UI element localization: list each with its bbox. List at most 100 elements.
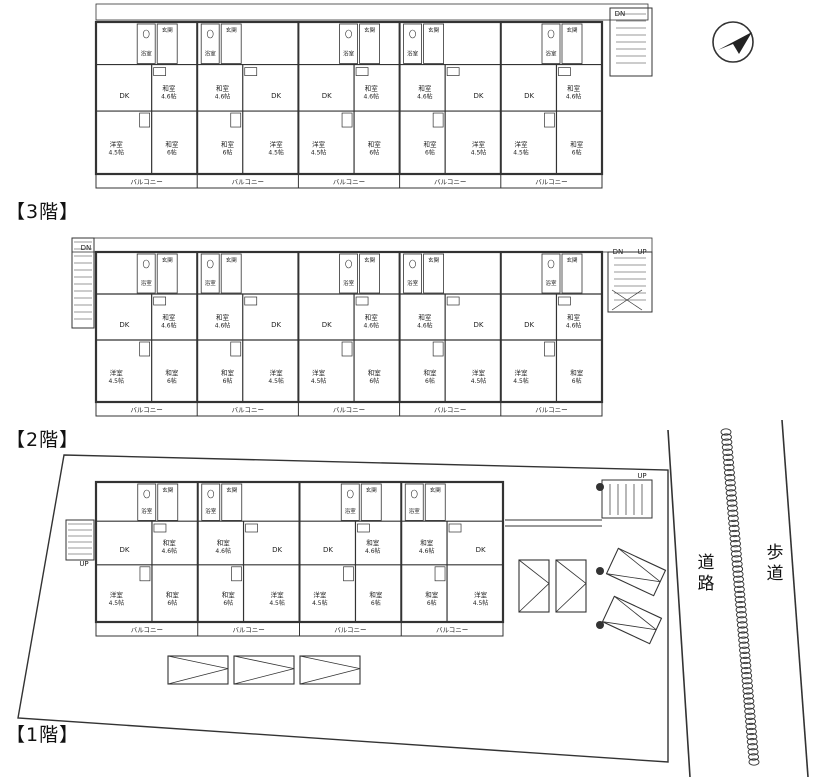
parking-space — [299, 655, 361, 685]
closet — [446, 296, 460, 306]
parking-spaces — [167, 547, 667, 685]
parking-diagonal — [167, 668, 229, 685]
balcony-label: バルコニー — [434, 406, 466, 414]
washitsu-size: 6帖 — [371, 599, 381, 607]
youshitsu-label: 洋室 — [270, 140, 284, 149]
parking-diagonal — [518, 583, 550, 613]
dk-label: DK — [119, 92, 129, 100]
hedge-shrub — [742, 692, 754, 700]
balcony-label: バルコニー — [130, 406, 162, 414]
genkan-label: 玄関 — [364, 26, 376, 34]
washitsu-size: 4.6帖 — [363, 322, 379, 330]
washitsu-size: 6帖 — [223, 149, 233, 157]
balcony-label: バルコニー — [434, 178, 466, 186]
closet — [153, 523, 167, 533]
hedge-shrub — [739, 651, 751, 660]
washitsu-label: 和室 — [365, 313, 379, 322]
dk-label: DK — [322, 92, 332, 100]
washitsu-label: 和室 — [166, 590, 180, 599]
hedge-shrub — [744, 712, 756, 720]
washitsu-size: 6帖 — [223, 377, 233, 385]
hedge-shrub — [736, 611, 747, 619]
toilet-icon — [547, 29, 555, 39]
closet — [355, 296, 369, 306]
toilet-icon — [207, 489, 215, 499]
toilet-icon — [143, 489, 151, 499]
floor-3-label: 【3階】 — [6, 201, 80, 223]
hedge-shrub — [732, 570, 744, 578]
floor-2-label: 【2階】 — [6, 429, 80, 451]
washitsu-label: 和室 — [222, 590, 236, 599]
washitsu-label: 和室 — [418, 313, 432, 322]
dk-label: DK — [524, 321, 534, 329]
hedge-shrub — [745, 717, 757, 726]
youshitsu-size: 4.5帖 — [513, 149, 529, 157]
washitsu-size: 4.6帖 — [161, 547, 177, 555]
hedge-shrub — [738, 636, 750, 644]
staircase — [609, 7, 653, 77]
parking-diagonal — [614, 596, 657, 631]
bath-label: 浴室 — [141, 279, 153, 287]
stair-up-label: UP — [79, 560, 88, 568]
parking-space-outline — [299, 655, 361, 685]
balcony-label: バルコニー — [333, 178, 365, 186]
washitsu-label: 和室 — [420, 538, 434, 547]
washitsu-label: 和室 — [418, 83, 432, 92]
closet — [558, 296, 571, 306]
youshitsu-label: 洋室 — [110, 590, 124, 599]
washitsu-size: 6帖 — [425, 377, 435, 385]
north-compass-icon — [712, 21, 754, 63]
youshitsu-label: 洋室 — [312, 368, 326, 377]
genkan-label: 玄関 — [428, 26, 440, 34]
balcony-label: バルコニー — [232, 626, 264, 634]
hedge-shrub — [727, 509, 739, 517]
parking-diagonal — [555, 559, 587, 584]
hedge-shrub — [739, 656, 751, 665]
entrance — [156, 253, 178, 294]
parking-space — [605, 547, 667, 597]
bath-label: 浴室 — [343, 279, 355, 287]
closet — [244, 296, 258, 306]
parking-diagonal — [233, 668, 295, 685]
floor-1-label: 【1階】 — [6, 724, 80, 746]
site-boundary — [17, 454, 669, 763]
washitsu-label: 和室 — [366, 538, 380, 547]
parking-diagonal — [518, 559, 550, 584]
closet — [245, 523, 258, 533]
parking-space — [601, 595, 663, 645]
dk-label: DK — [119, 546, 129, 554]
hedge-shrub — [738, 641, 750, 649]
bath-label: 浴室 — [141, 49, 153, 57]
youshitsu-size: 4.5帖 — [268, 377, 284, 385]
youshitsu-label: 洋室 — [515, 140, 529, 149]
parking-space-outline — [167, 655, 229, 685]
parking-space — [518, 559, 550, 613]
closet — [153, 67, 167, 76]
parking-diagonal — [606, 573, 661, 583]
washitsu-size: 4.6帖 — [365, 547, 381, 555]
hedge-shrub — [743, 697, 755, 705]
dk-label: DK — [524, 92, 534, 100]
hedge-shrub — [745, 722, 757, 731]
dk-label: DK — [322, 321, 332, 329]
hedge-shrub — [722, 453, 734, 462]
hedge-shrub — [745, 727, 757, 736]
washitsu-size: 4.6帖 — [215, 547, 231, 555]
dk-label: DK — [476, 546, 486, 554]
parking-space-outline — [601, 595, 663, 645]
hedge-shrub — [723, 458, 735, 467]
genkan-label: 玄関 — [226, 26, 238, 34]
bathroom — [403, 253, 423, 294]
washitsu-size: 4.6帖 — [215, 92, 231, 100]
hedge-shrub — [729, 534, 741, 543]
balcony-label: バルコニー — [333, 406, 365, 414]
washitsu-size: 4.6帖 — [215, 322, 231, 330]
hedge-shrub — [748, 753, 760, 761]
